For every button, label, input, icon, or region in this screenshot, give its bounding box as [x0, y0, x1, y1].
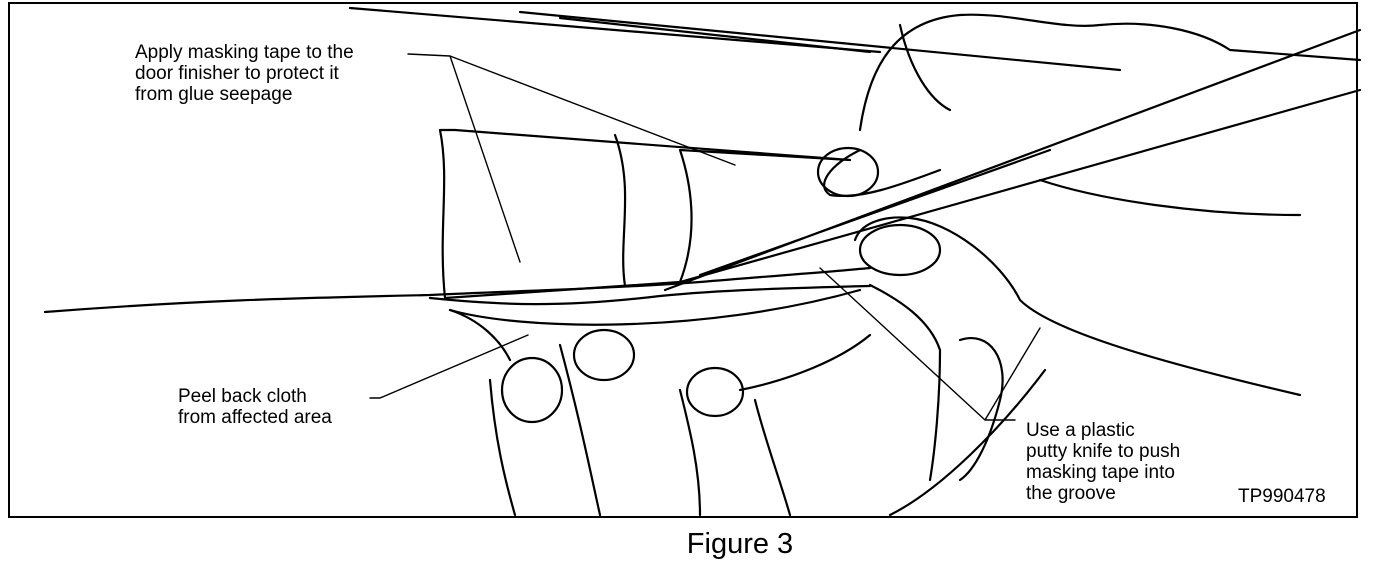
- figure-frame: [8, 2, 1358, 518]
- door-panel-upper-edge-2: [558, 16, 872, 54]
- right-hand: [853, 216, 1302, 517]
- cloth-fold: [448, 288, 862, 326]
- right-thumbnail: [858, 223, 942, 277]
- fingernail-1: [500, 356, 564, 424]
- figure-caption: Figure 3: [686, 528, 794, 560]
- tape-fold-line: [613, 133, 627, 288]
- upper-thumbnail: [816, 146, 880, 198]
- lower-hand: [448, 308, 872, 517]
- upper-hand: [823, 13, 1362, 197]
- fingernail-2: [572, 328, 636, 382]
- putty-knife: [663, 28, 1362, 292]
- figure-code: TP990478: [1238, 486, 1326, 507]
- door-panel-upper-edge: [518, 10, 1122, 72]
- leader-peel-cloth: [369, 334, 529, 399]
- callout-masking-tape: Apply masking tape to the door finisher …: [135, 42, 354, 105]
- fingernail-3: [685, 366, 745, 418]
- callout-putty-knife: Use a plastic putty knife to push maskin…: [1026, 420, 1181, 504]
- masking-tape: [438, 128, 852, 300]
- door-panel-top-edge: [348, 6, 882, 54]
- upper-hand-lower: [1038, 178, 1302, 217]
- callout-peel-cloth: Peel back cloth from affected area: [178, 386, 332, 428]
- trim-edge: [43, 266, 872, 314]
- groove-edge: [428, 284, 872, 306]
- right-finger: [958, 337, 1004, 482]
- leader-masking-tape: [407, 53, 736, 263]
- leader-putty-knife: [819, 267, 1041, 421]
